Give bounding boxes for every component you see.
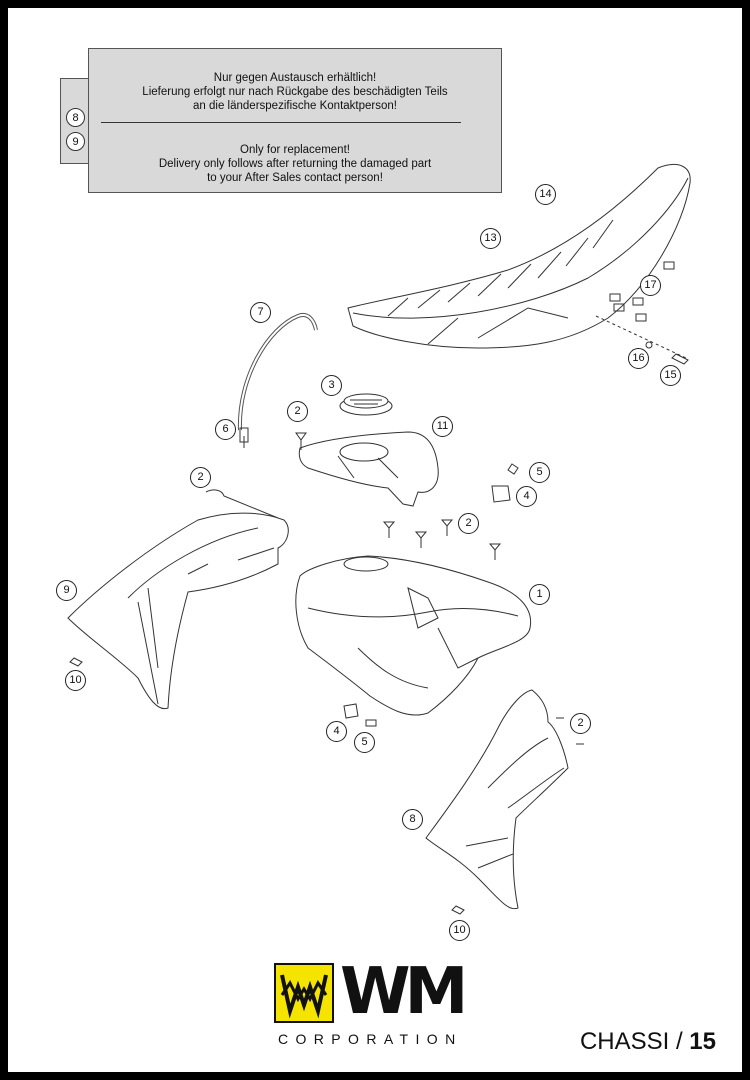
section-label: CHASSI /	[579, 1028, 690, 1055]
callout-17: 17	[640, 275, 661, 296]
callout-14: 14	[535, 184, 556, 205]
notice-english: Only for replacement! Delivery only foll…	[158, 144, 432, 184]
left-shroud-part	[67, 512, 289, 710]
callout-2-top: 2	[287, 401, 308, 422]
callout-10-bottom: 10	[449, 920, 470, 941]
page-number: 15	[689, 1028, 716, 1055]
callout-2-mid: 2	[458, 513, 479, 534]
tab-callout-8: 8	[66, 108, 85, 127]
callout-1: 1	[529, 584, 550, 605]
callout-10-left: 10	[65, 670, 86, 691]
tab-callout-9: 9	[66, 132, 85, 151]
callout-3: 3	[321, 375, 342, 396]
page-footer: CHASSI / 15	[580, 1028, 716, 1056]
right-shroud-part	[425, 689, 569, 910]
callout-6: 6	[215, 419, 236, 440]
logo-emblem-icon	[274, 963, 334, 1023]
notice-tab: 8 9	[60, 78, 90, 164]
seat-part	[347, 164, 691, 349]
callout-2-right: 2	[570, 713, 591, 734]
diagram-page: 8 9 Nur gegen Austausch erhältlich! Lief…	[8, 8, 742, 1072]
fuel-tank-part	[295, 555, 532, 716]
fuel-cap-part	[339, 393, 393, 416]
lower-fasteners	[69, 657, 584, 915]
replacement-notice: Nur gegen Austausch erhältlich! Lieferun…	[88, 48, 502, 193]
exploded-parts-drawing	[67, 164, 691, 915]
tank-cover-part	[298, 431, 439, 507]
callout-13: 13	[480, 228, 501, 249]
callout-4-upper: 4	[516, 486, 537, 507]
fasteners	[205, 432, 519, 560]
callout-15: 15	[660, 365, 681, 386]
callout-9: 9	[56, 580, 77, 601]
callout-5-lower: 5	[354, 732, 375, 753]
callout-5-upper: 5	[529, 462, 550, 483]
notice-german: Nur gegen Austausch erhältlich! Lieferun…	[142, 72, 448, 112]
callout-8: 8	[402, 809, 423, 830]
logo-subtitle: CORPORATION	[278, 1031, 463, 1047]
callout-16: 16	[628, 348, 649, 369]
callout-11: 11	[432, 416, 453, 437]
wm-corporation-logo: WM CORPORATION	[274, 957, 484, 1047]
hose-fitting	[239, 427, 249, 448]
callout-2-left: 2	[190, 467, 211, 488]
notice-divider	[101, 122, 461, 123]
seat-clips	[595, 261, 689, 365]
breather-hose-inner	[238, 314, 317, 431]
callout-4-lower: 4	[326, 721, 347, 742]
callout-7: 7	[250, 302, 271, 323]
logo-wordmark: WM	[340, 955, 468, 1029]
